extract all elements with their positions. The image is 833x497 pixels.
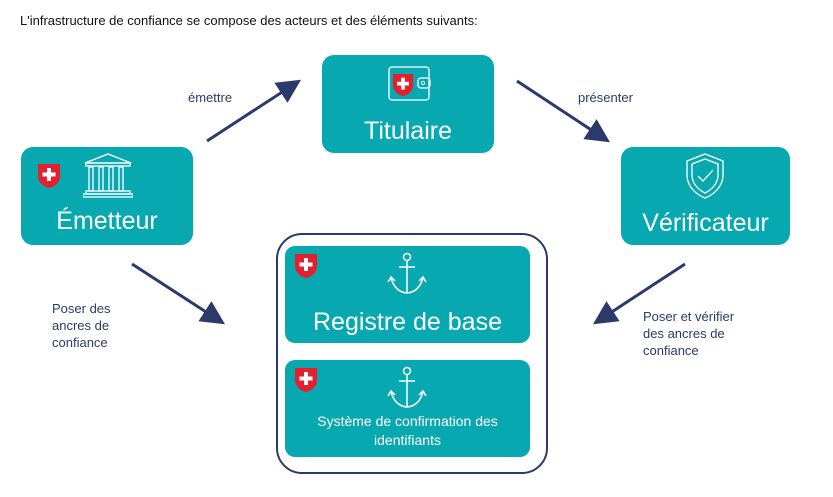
arrow-anchor-left (131, 262, 226, 325)
edge-label-anchor-left: Poser des ancres de confiance (52, 301, 111, 350)
edge-label-issue: émettre (188, 90, 233, 105)
shield-check-icon (686, 153, 724, 199)
arrow-issue (206, 79, 302, 143)
swiss-flag-icon (37, 163, 61, 189)
node-verifier: Vérificateur (621, 147, 790, 245)
node-issuer-label: Émetteur (56, 207, 158, 235)
node-holder-label: Titulaire (364, 117, 452, 145)
swiss-flag-icon (294, 253, 318, 279)
node-identifier-system: Système de confirmation des identifiants (285, 360, 530, 457)
intro-text: L'infrastructure de confiance se compose… (20, 13, 478, 28)
arrow-present (516, 79, 611, 143)
anchor-icon (387, 252, 427, 296)
swiss-flag-icon (294, 367, 318, 393)
arrow-anchor-right (592, 262, 686, 325)
node-base-registry: Registre de base (285, 246, 530, 343)
edge-label-present: présenter (578, 90, 633, 105)
government-building-icon (83, 153, 133, 198)
node-issuer: Émetteur (21, 147, 193, 245)
node-verifier-label: Vérificateur (642, 209, 769, 237)
trust-anchor-group (276, 233, 548, 474)
edge-label-anchor-right: Poser et vérifier des ancres de confianc… (643, 309, 735, 358)
wallet-icon (388, 66, 431, 101)
node-holder: Titulaire (322, 55, 494, 153)
node-base-registry-label: Registre de base (312, 308, 502, 336)
node-identifier-system-label: Système de confirmation des identifiants (317, 413, 498, 448)
anchor-icon (387, 366, 427, 410)
